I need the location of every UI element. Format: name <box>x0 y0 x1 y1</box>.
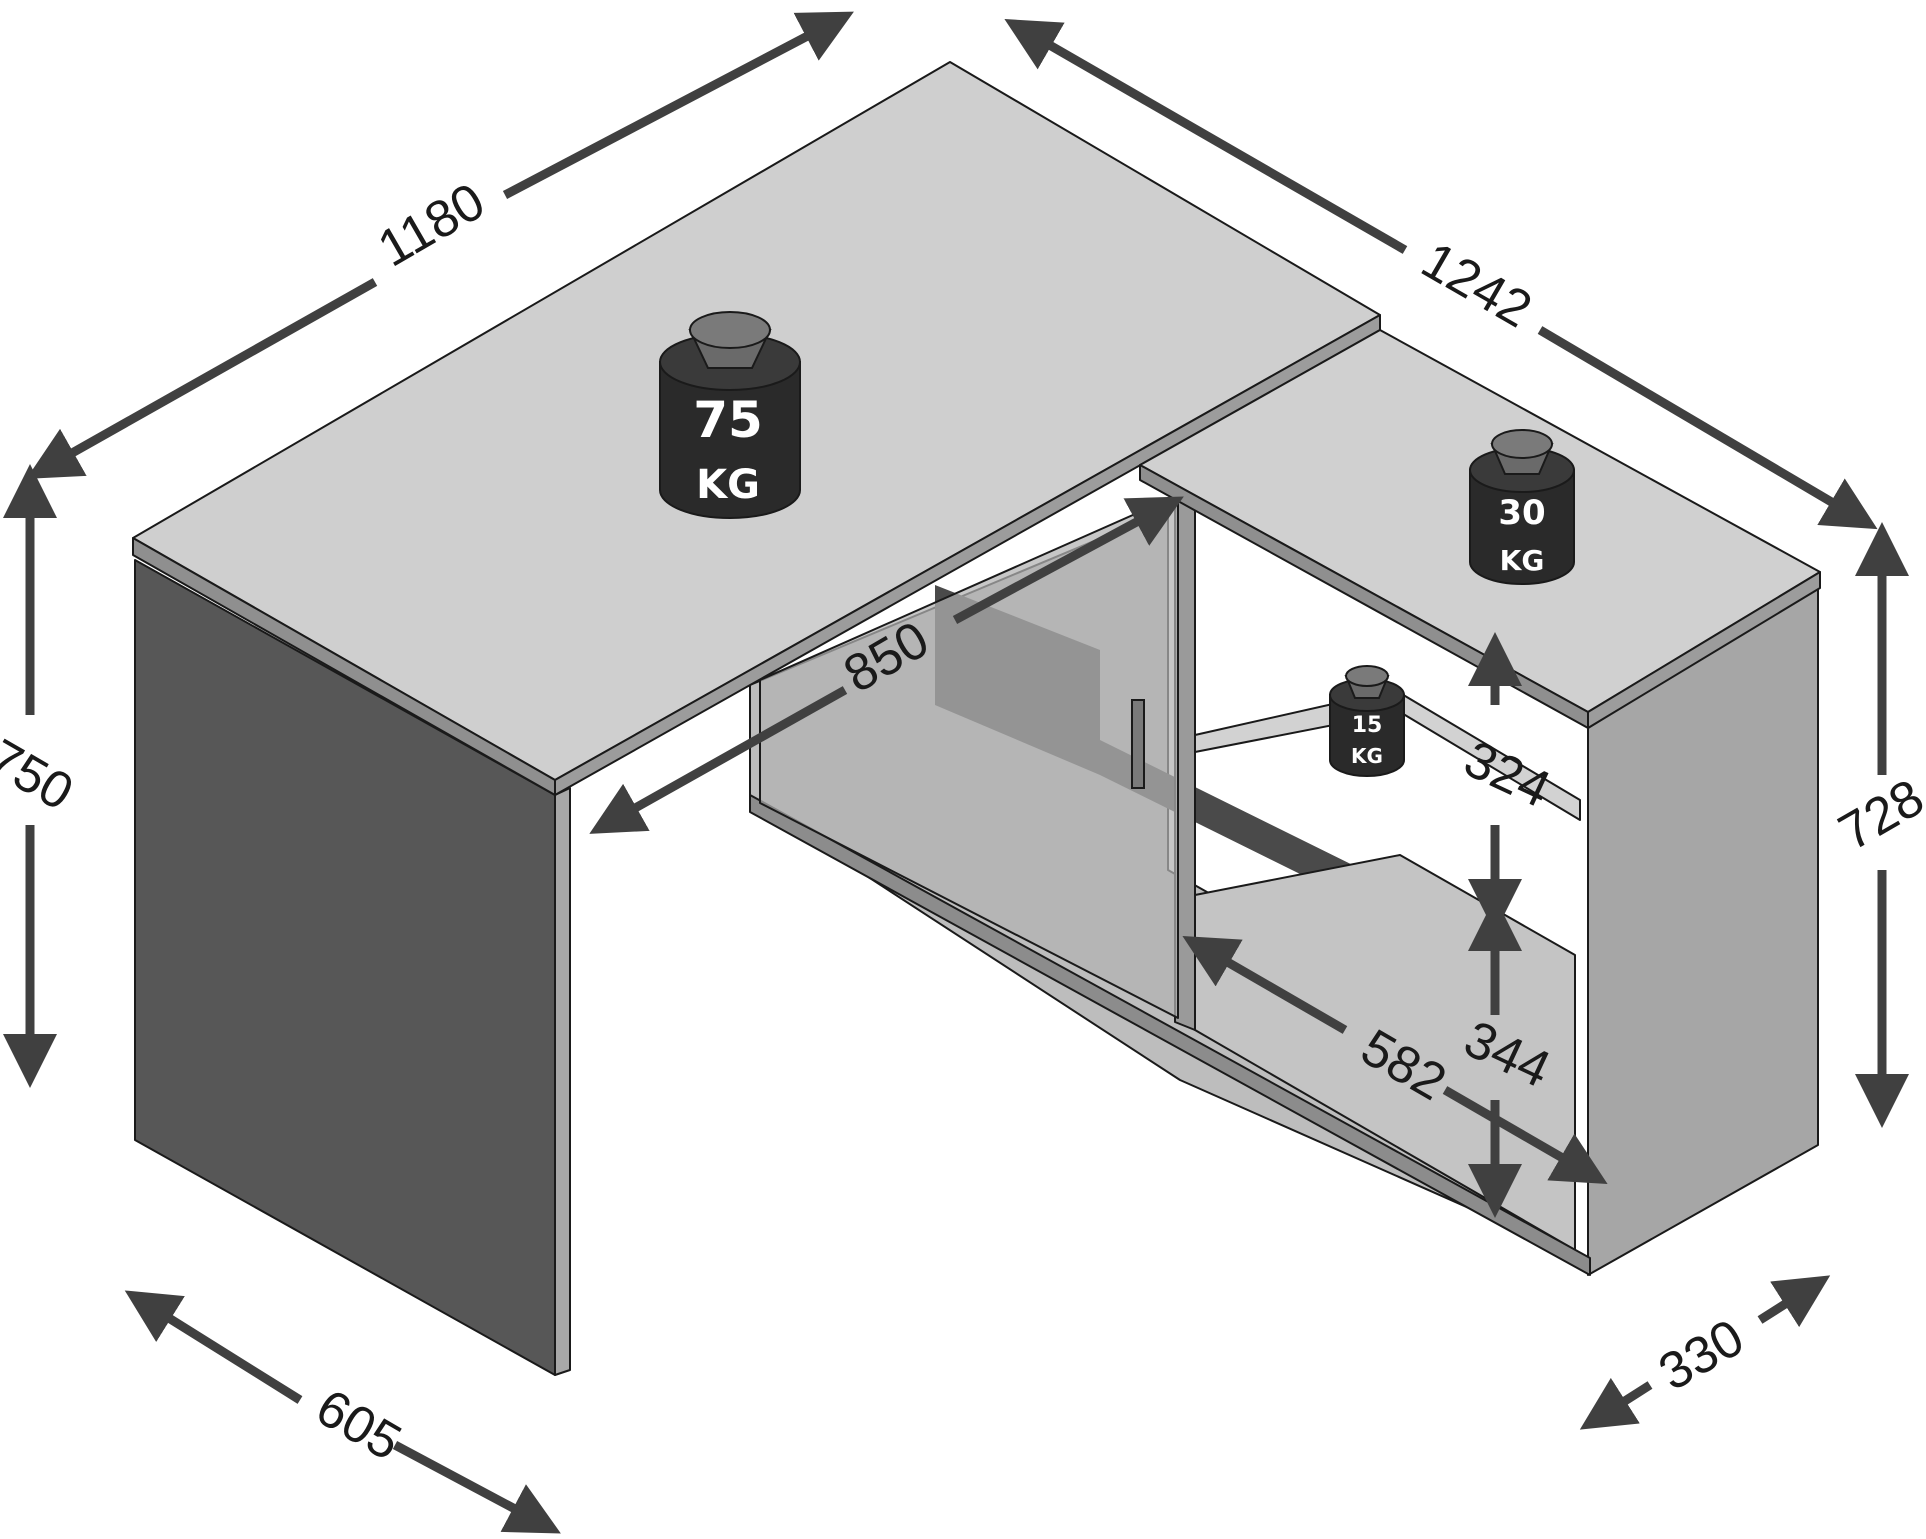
dimension-750: 750 <box>0 464 83 1088</box>
svg-text:605: 605 <box>306 1378 410 1472</box>
weight-icon <box>1469 469 1575 585</box>
cabinet-sliding-door <box>759 494 1179 1019</box>
dimension-728: 728 <box>1829 522 1926 1128</box>
svg-text:728: 728 <box>1829 768 1926 862</box>
weight-30kg: 30 KG <box>1469 429 1575 585</box>
weight-75kg: 75 KG <box>659 311 801 519</box>
weight-75-unit: KG <box>696 462 760 508</box>
svg-text:1180: 1180 <box>369 172 495 278</box>
weight-15kg: 15 KG <box>1329 665 1405 777</box>
weight-30-value: 30 <box>1498 493 1545 533</box>
desk-leg-front-edge <box>554 787 571 1376</box>
weight-15-unit: KG <box>1351 744 1383 768</box>
door-handle <box>1131 699 1145 789</box>
cabinet-top-side-edge <box>1587 571 1821 729</box>
weight-icon <box>659 361 801 519</box>
svg-text:1242: 1242 <box>1412 231 1541 339</box>
cabinet-bottom-edge <box>749 794 1591 1276</box>
weight-30-unit: KG <box>1500 544 1545 577</box>
svg-text:750: 750 <box>0 728 83 822</box>
weight-75-value: 75 <box>693 391 763 449</box>
weight-icon <box>1329 694 1405 777</box>
dimension-330: 330 <box>1579 1275 1831 1430</box>
svg-text:330: 330 <box>1649 1308 1753 1402</box>
weight-15-value: 15 <box>1352 713 1383 738</box>
